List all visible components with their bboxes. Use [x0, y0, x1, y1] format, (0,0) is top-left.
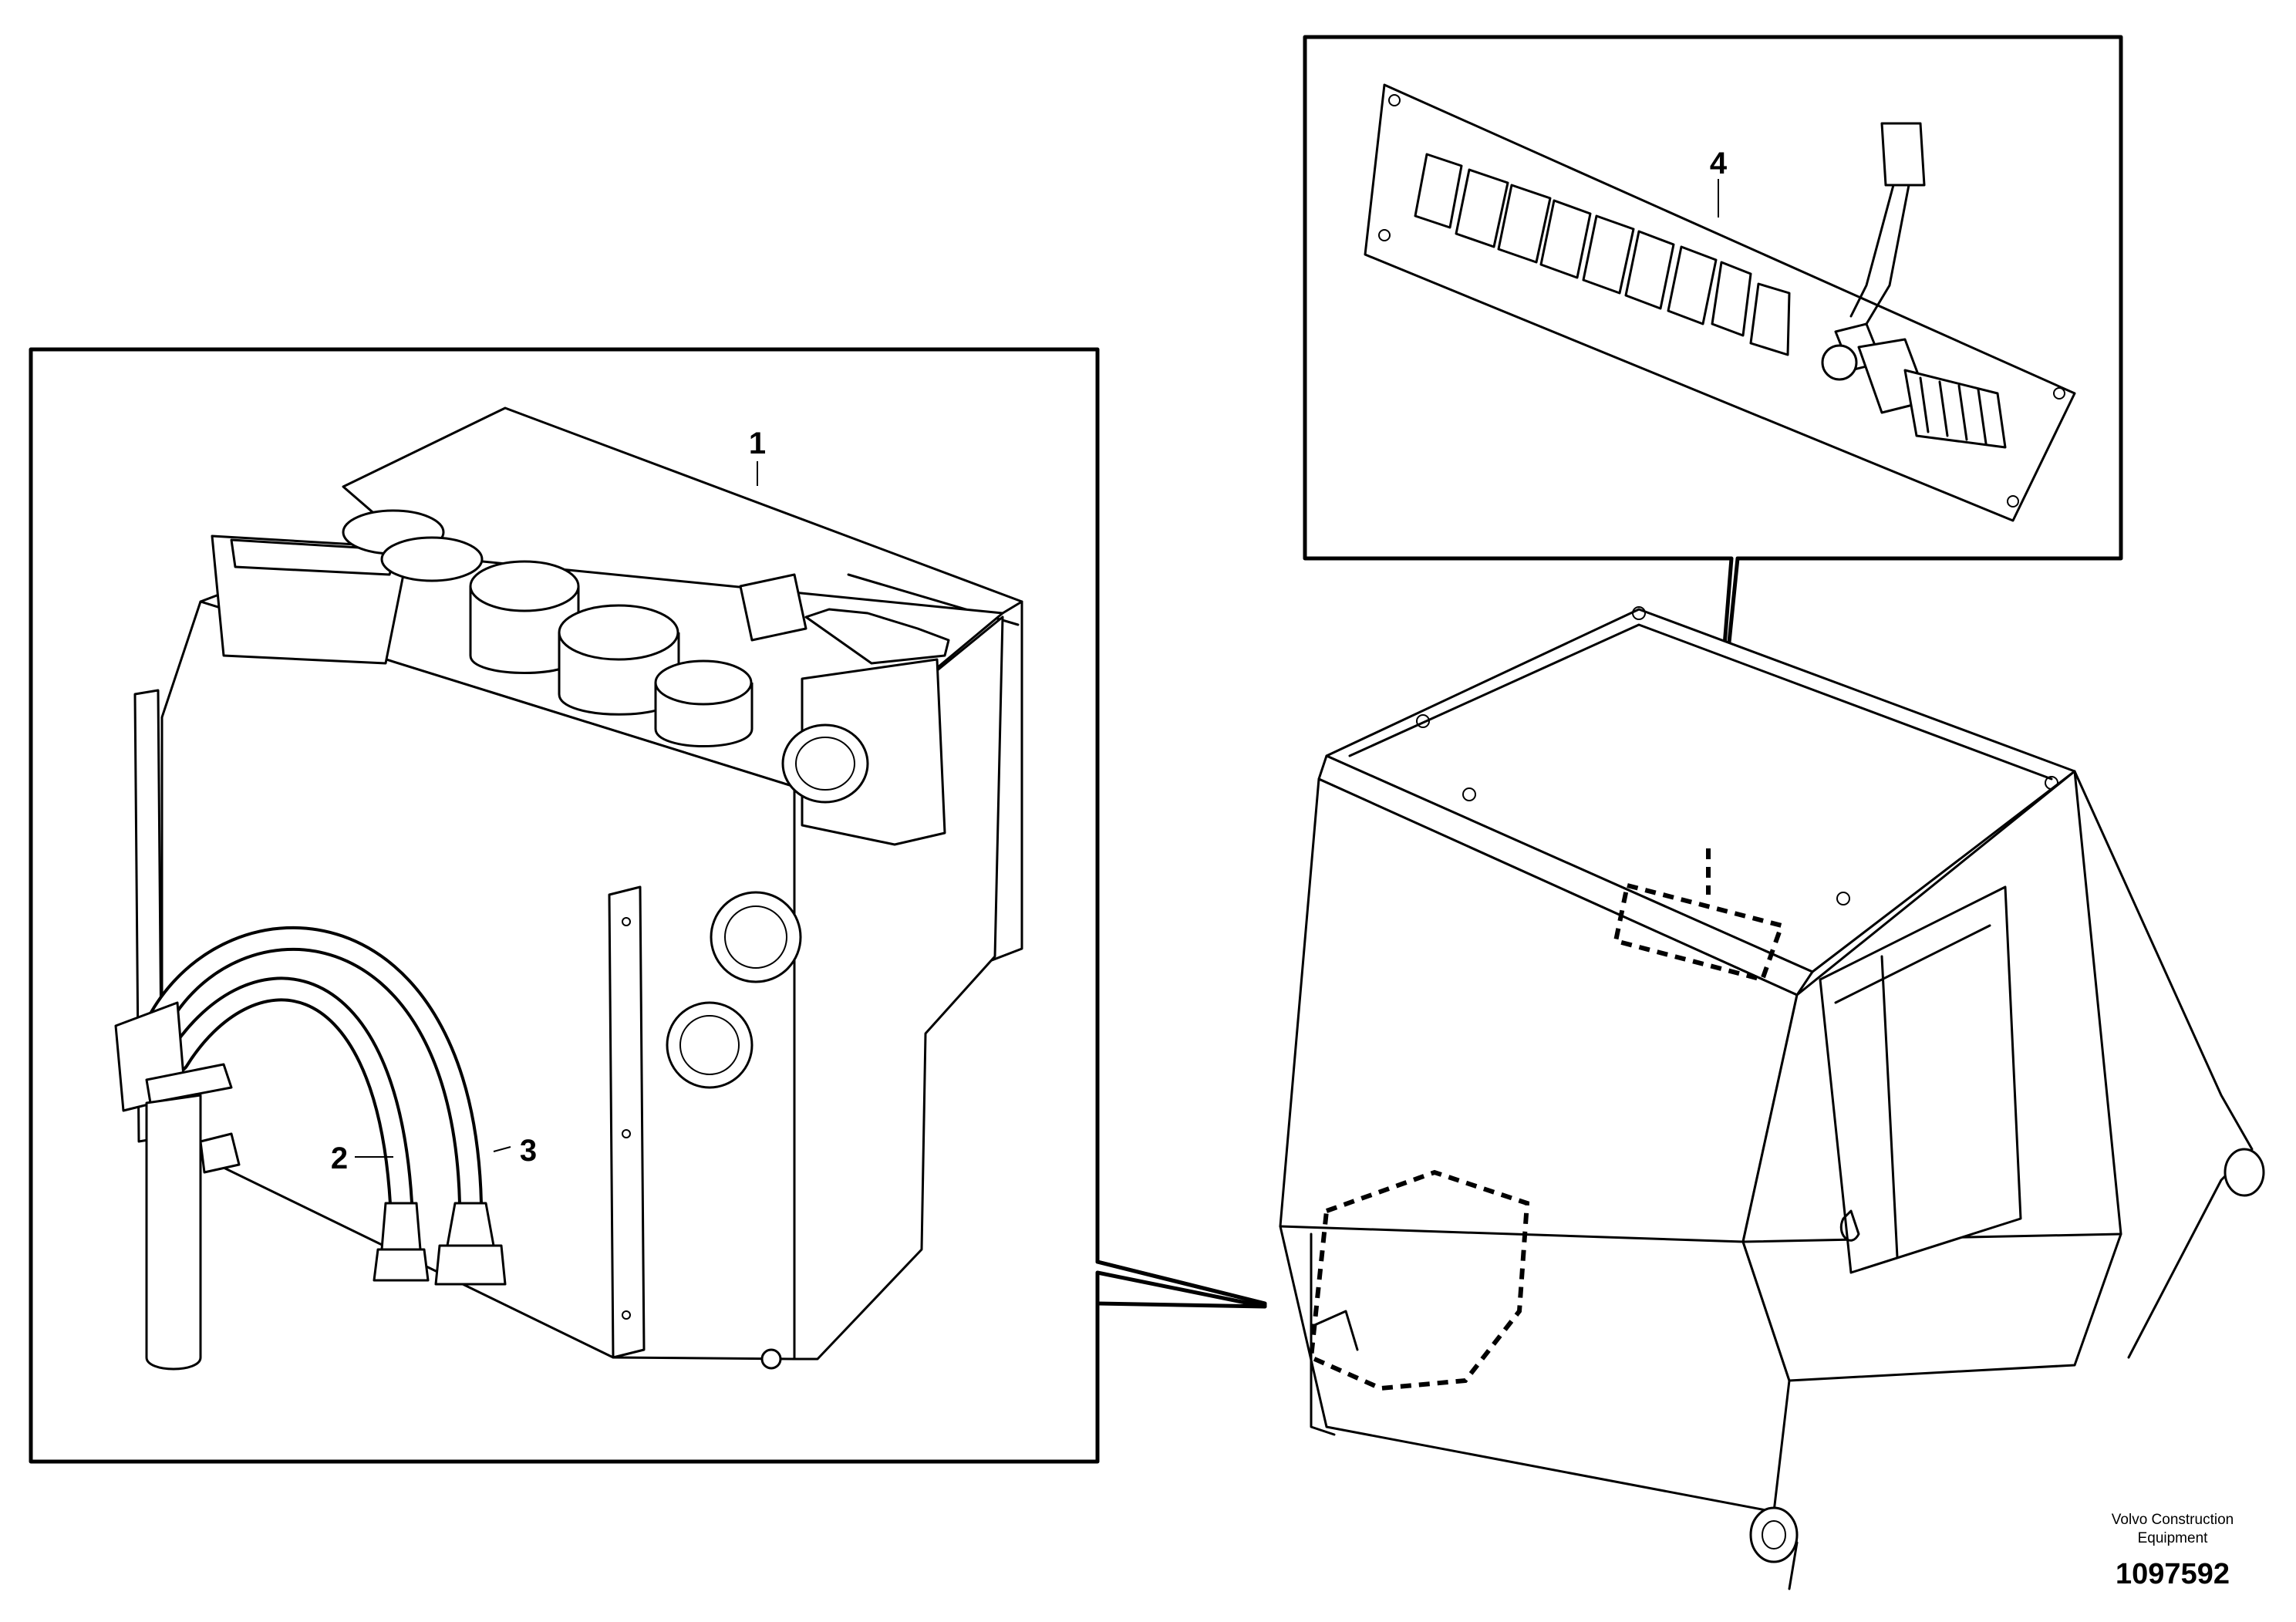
drawing-number: 1097592: [2116, 1558, 2230, 1590]
cab-overview: [1279, 606, 2265, 1590]
switch-panel: [1364, 83, 2076, 522]
callout-2: 2: [331, 1141, 348, 1175]
publisher-line-2: Equipment: [2137, 1530, 2208, 1546]
heater-unit: [114, 406, 1023, 1371]
leader-line-3: [493, 1146, 511, 1152]
callout-4: 4: [1710, 147, 1728, 180]
publisher-name: Volvo Construction Equipment: [2080, 1511, 2265, 1548]
callout-1: 1: [749, 427, 766, 460]
callout-3: 3: [520, 1134, 537, 1168]
publisher-line-1: Volvo Construction: [2111, 1512, 2234, 1528]
